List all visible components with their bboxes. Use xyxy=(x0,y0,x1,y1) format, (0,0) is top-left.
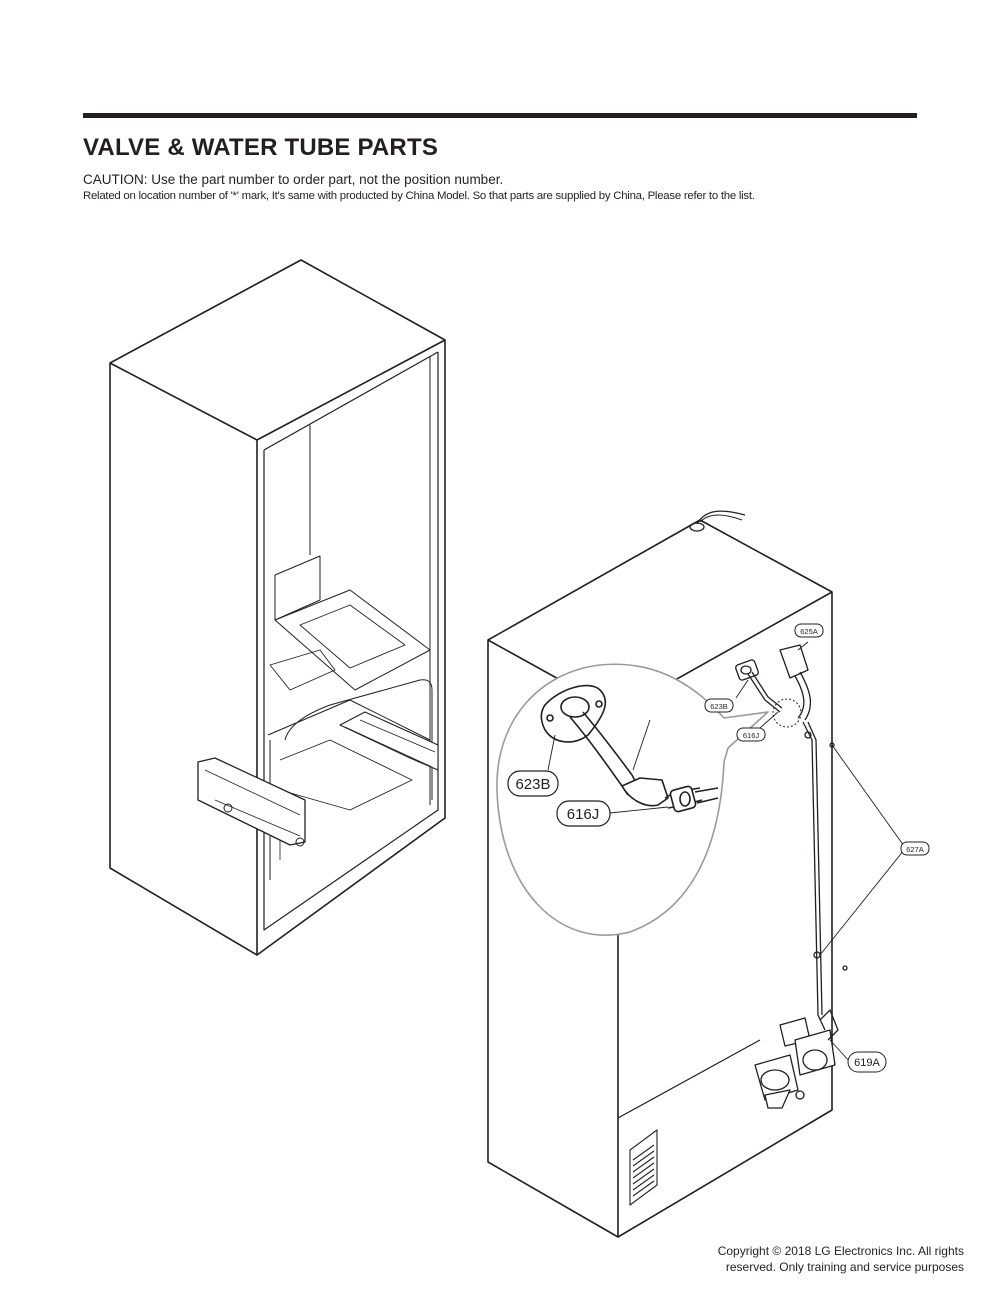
callout-bubbles xyxy=(507,623,930,1073)
leader-lines xyxy=(547,641,905,1063)
caution-text: CAUTION: Use the part number to order pa… xyxy=(83,172,504,187)
page-title: VALVE & WATER TUBE PARTS xyxy=(83,134,439,161)
detail-bubble xyxy=(496,663,769,936)
callout-627A: 627A xyxy=(906,845,924,854)
vent-grille xyxy=(629,1129,658,1206)
copyright-notice: Copyright © 2018 LG Electronics Inc. All… xyxy=(718,1243,964,1275)
callout-623B-detail: 623B xyxy=(515,776,550,793)
callout-619A: 619A xyxy=(854,1057,880,1069)
cabinet-front-view xyxy=(109,259,446,956)
callout-616J: 616J xyxy=(743,731,760,740)
header-rule xyxy=(83,113,917,118)
copyright-line-1: Copyright © 2018 LG Electronics Inc. All… xyxy=(717,1244,964,1258)
callout-625A: 625A xyxy=(800,627,818,636)
copyright-line-2: reserved. Only training and service purp… xyxy=(725,1260,964,1274)
water-tube-assembly xyxy=(735,644,848,1109)
callout-623B: 623B xyxy=(710,702,728,711)
related-note: Related on location number of '*' mark, … xyxy=(83,190,755,202)
callout-616J-detail: 616J xyxy=(567,806,600,823)
